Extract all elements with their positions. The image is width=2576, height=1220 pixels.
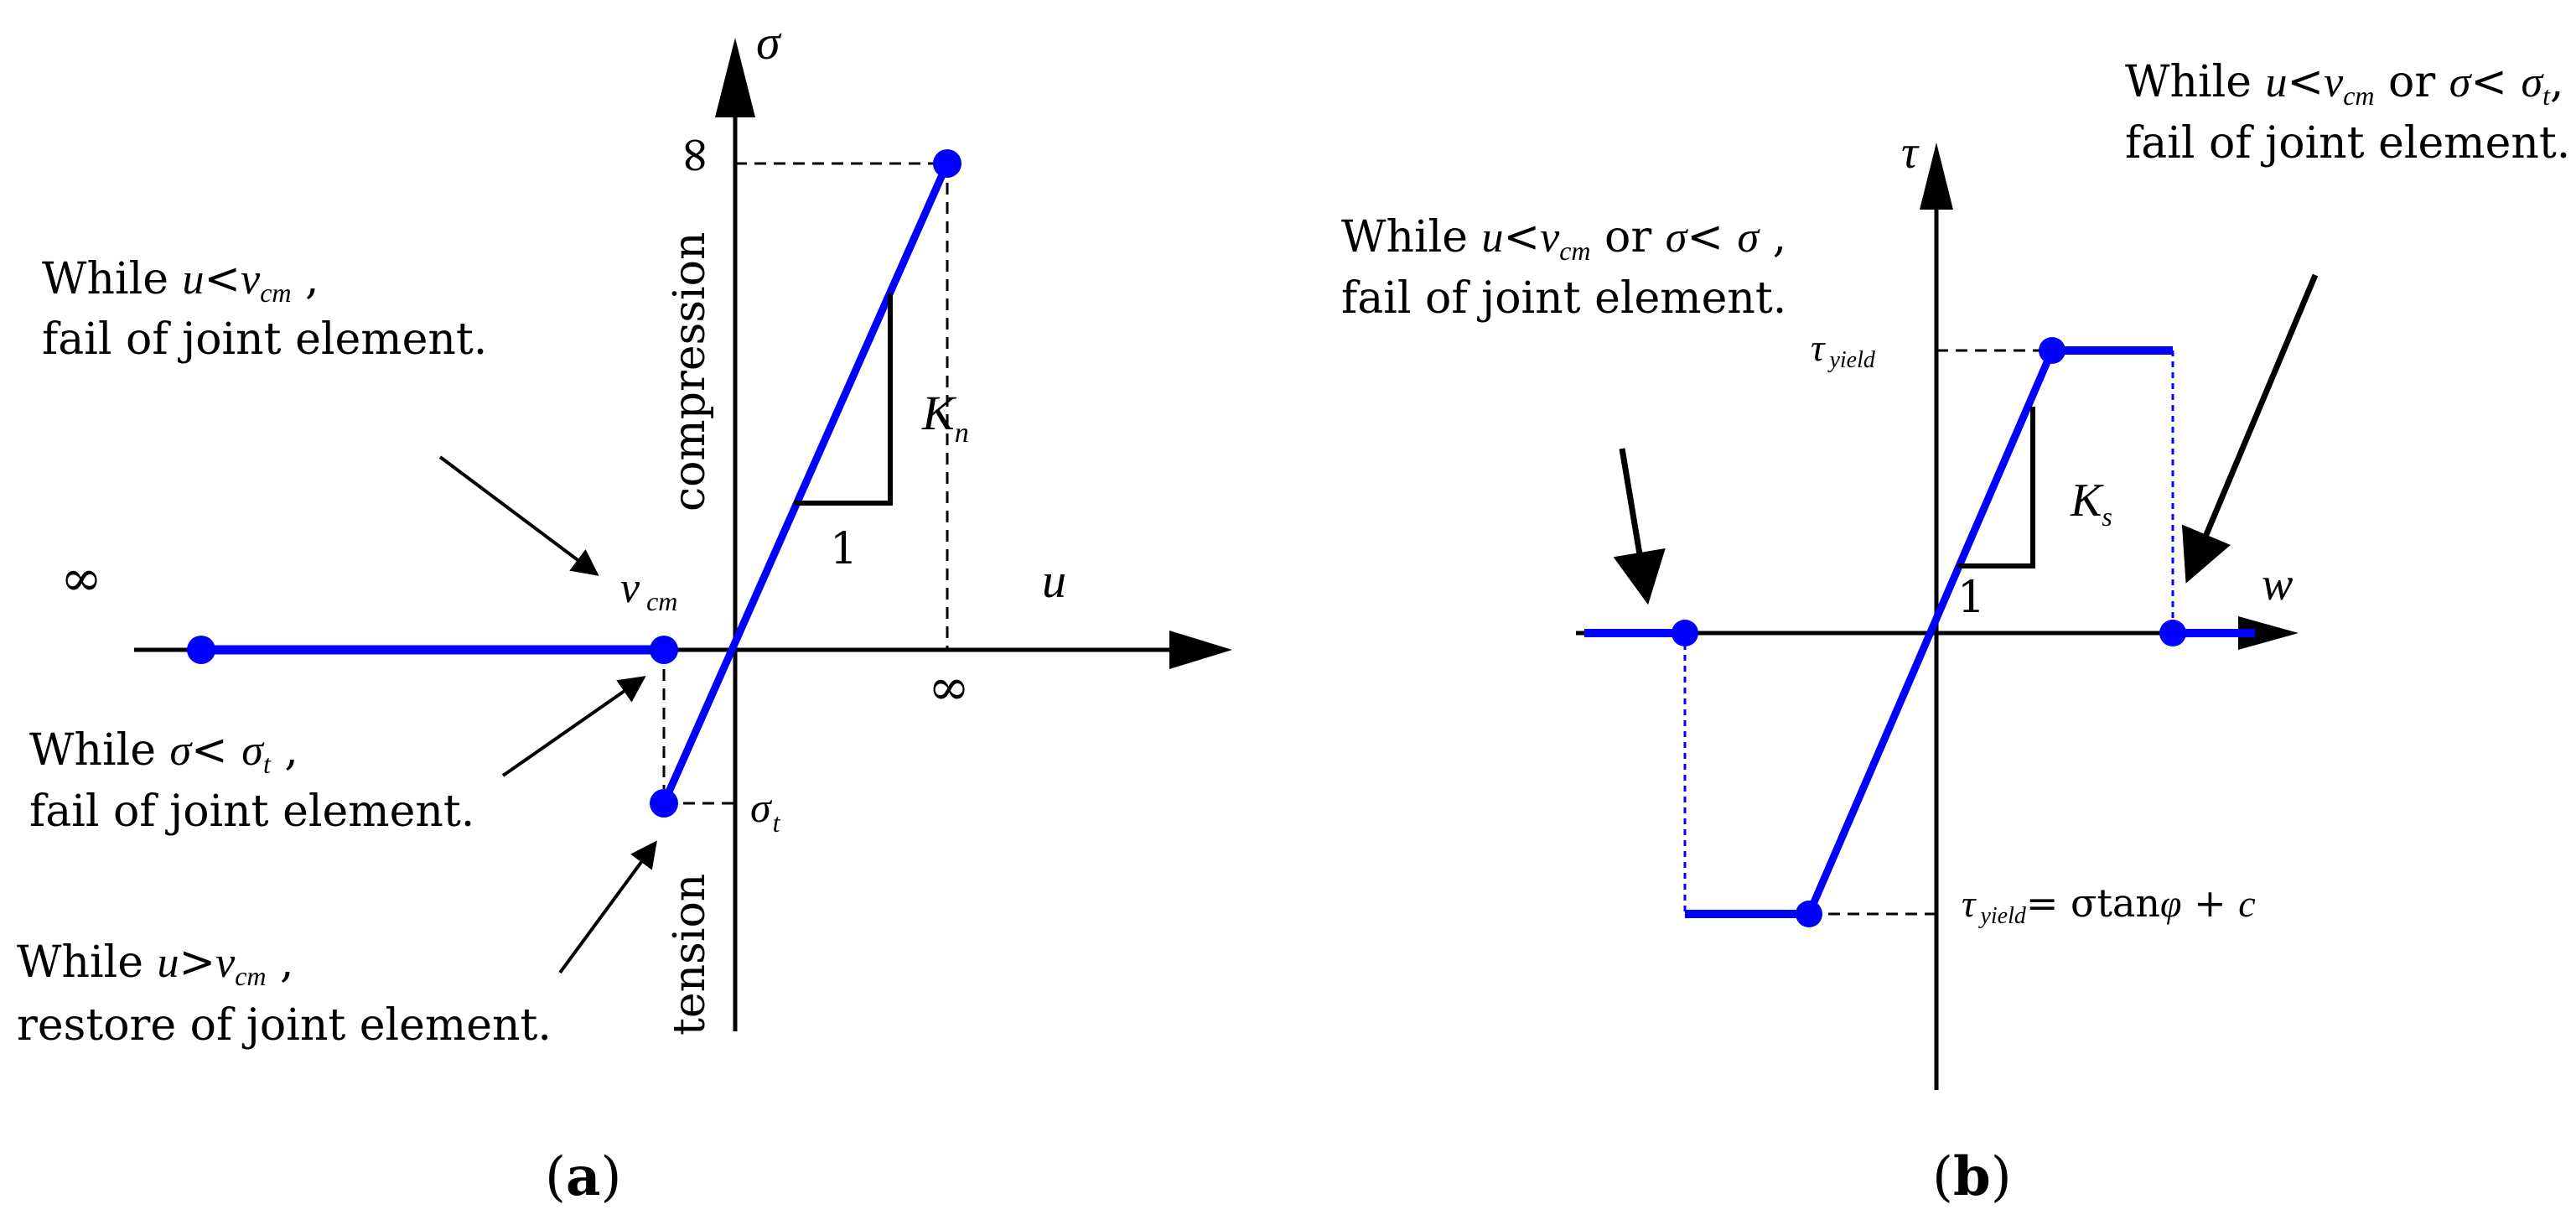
note-a3-arrow [558, 840, 657, 974]
w-axis-arrowhead [2238, 616, 2299, 650]
note-a2-line2: fail of joint element. [29, 787, 474, 837]
point-top [933, 149, 961, 178]
sigma-t-label: σt [750, 784, 781, 838]
infinity-top: ∞ [664, 134, 723, 176]
u-axis-label: u [1042, 553, 1066, 608]
note-b-right-line2: fail of joint element. [2125, 118, 2570, 169]
caption-a: (a) [545, 1145, 621, 1208]
note-b-left-line2: fail of joint element. [1341, 273, 1786, 324]
point-b-left-axis [1672, 620, 1698, 646]
slope-triangle [794, 293, 893, 506]
note-a3-line2: restore of joint element. [17, 1000, 552, 1051]
point-left-end [187, 636, 215, 664]
point-b-right-axis [2159, 620, 2186, 646]
note-a3-line1: While u>vcm , [17, 937, 294, 991]
infinity-left: ∞ [60, 549, 102, 608]
u-axis-arrowhead [1169, 631, 1232, 669]
slope-one-a: 1 [830, 524, 858, 574]
point-v-cm [650, 636, 678, 664]
kn-label: Kn [921, 386, 969, 449]
note-a1-line2: fail of joint element. [42, 314, 487, 365]
slope-one-b: 1 [1957, 573, 1985, 623]
note-b-left-line1: While u<vcm or σ< σ , [1341, 212, 1786, 266]
infinity-bottom: ∞ [928, 658, 970, 717]
tau-axis-arrowhead [1920, 143, 1953, 210]
curve-b-linear [1805, 349, 2056, 916]
note-a1-line1: While u<vcm , [42, 254, 319, 308]
tau-axis-label: τ [1901, 127, 1920, 179]
tension-label: tension [665, 874, 715, 1036]
slope-triangle-b [1957, 407, 2035, 568]
note-b-right-line1: While u<vcm or σ< σt, [2125, 57, 2564, 111]
sigma-axis-arrowhead [715, 38, 755, 117]
w-axis-label: w [2262, 558, 2293, 610]
compression-label: compression [665, 232, 715, 511]
note-b-right-arrow [2181, 273, 2319, 584]
curve-linear [660, 162, 951, 805]
point-sigma-t [650, 789, 678, 818]
ks-label: Ks [2070, 475, 2112, 532]
note-a1-arrow [438, 455, 599, 576]
note-a2-arrow [501, 676, 646, 777]
caption-b: (b) [1932, 1145, 2012, 1208]
note-a2-line1: While σ< σt , [29, 725, 298, 779]
point-b-bottom [1796, 901, 1822, 927]
point-b-top [2039, 337, 2065, 364]
note-b-left-arrow [1613, 448, 1666, 605]
sigma-axis-label: σ [756, 15, 782, 70]
